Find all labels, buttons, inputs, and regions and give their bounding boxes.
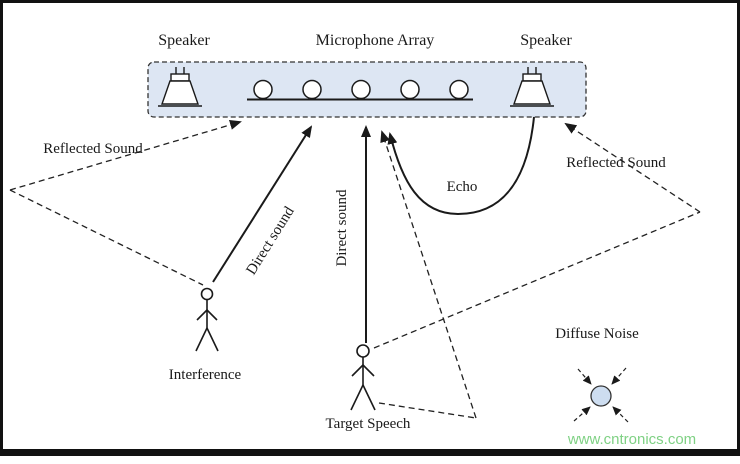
echo-path [387,116,535,216]
interference-label: Interference [169,367,242,383]
reflected-path-left [9,120,242,286]
microphone-icon [302,79,322,100]
speaker-icon-left [158,67,202,107]
microphone-icon [449,79,469,100]
direct-sound-interference-arrow [212,125,313,283]
direct-sound-target-label: Direct sound [334,189,350,267]
speaker-left-label: Speaker [158,32,210,49]
diffuse-noise-arrows [573,367,629,423]
target-speech-figure-icon [350,344,376,411]
watermark: www.cntronics.com [567,431,696,448]
speaker-right-label: Speaker [520,32,572,49]
microphone-icon [400,79,420,100]
microphone-array-label: Microphone Array [316,32,435,49]
reflected-sound-right-label: Reflected Sound [566,155,666,171]
interference-figure-icon [195,287,219,352]
reflected-sound-left-label: Reflected Sound [43,141,143,157]
target-speech-label: Target Speech [326,416,411,432]
echo-label: Echo [447,179,478,195]
reflected-path-right [373,122,701,419]
speaker-icon-right [510,67,554,107]
bottom-bar [0,449,740,456]
microphone-array-icon [247,79,473,101]
microphone-icon [253,79,273,100]
diffuse-noise-label: Diffuse Noise [555,326,639,342]
diffuse-noise-dot [590,385,612,407]
microphone-icon [351,79,371,100]
